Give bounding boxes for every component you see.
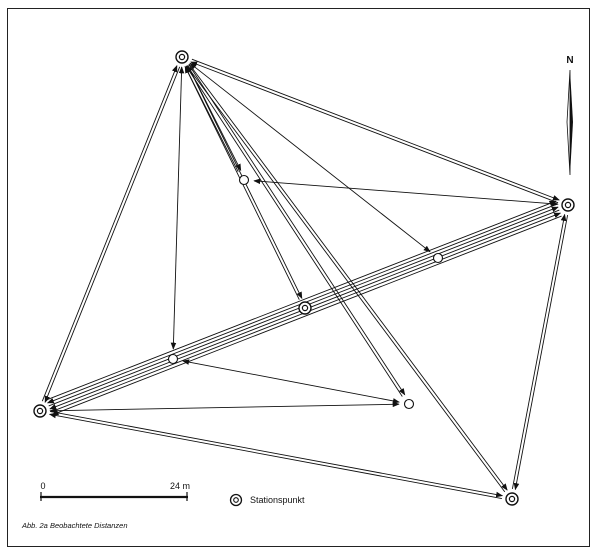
distance-line-B-D-1: [51, 215, 562, 416]
distance-line-A-p2-1: [189, 62, 431, 253]
point-upper: [238, 174, 250, 186]
intermediate-points: [167, 174, 444, 410]
legend: Stationspunkt: [229, 493, 305, 507]
station-points: [33, 50, 575, 506]
distance-line-p3-p4-1: [182, 359, 400, 404]
distance-line-B-E-1: [513, 215, 569, 491]
scale-end-label: 24 m: [170, 481, 190, 491]
distance-line-D-E-2: [48, 412, 502, 500]
distance-line-B-D-6: [46, 200, 557, 401]
distance-line-D-E-1: [50, 410, 504, 498]
distance-line-D-p4-1: [49, 401, 400, 414]
figure-caption: Abb. 2a Beobachtete Distanzen: [21, 521, 128, 530]
station-left: [33, 404, 47, 418]
distance-line-A-E-1: [188, 63, 508, 491]
distance-line-A-D-1: [44, 66, 181, 403]
scale-start-label: 0: [40, 481, 45, 491]
legend-label: Stationspunkt: [250, 495, 305, 505]
north-label: N: [566, 55, 573, 66]
distance-line-A-p4-2: [185, 65, 403, 397]
point-lower-right: [403, 398, 415, 410]
scale-bar: 0 24 m: [40, 481, 190, 501]
station-right: [561, 198, 575, 212]
figure-frame: [7, 8, 590, 547]
distance-line-A-D-2: [41, 65, 178, 402]
distance-line-B-p1-1: [253, 178, 559, 207]
north-arrow-icon: N: [566, 55, 574, 176]
distance-line-A-p3-1: [170, 66, 185, 350]
station-top: [175, 50, 189, 64]
distance-line-A-E-2: [186, 65, 506, 493]
station-bottom-right: [505, 492, 519, 506]
distance-line-B-E-2: [511, 213, 567, 489]
point-lower-left: [167, 353, 179, 365]
point-upper-right: [432, 252, 444, 264]
station-center: [298, 301, 312, 315]
